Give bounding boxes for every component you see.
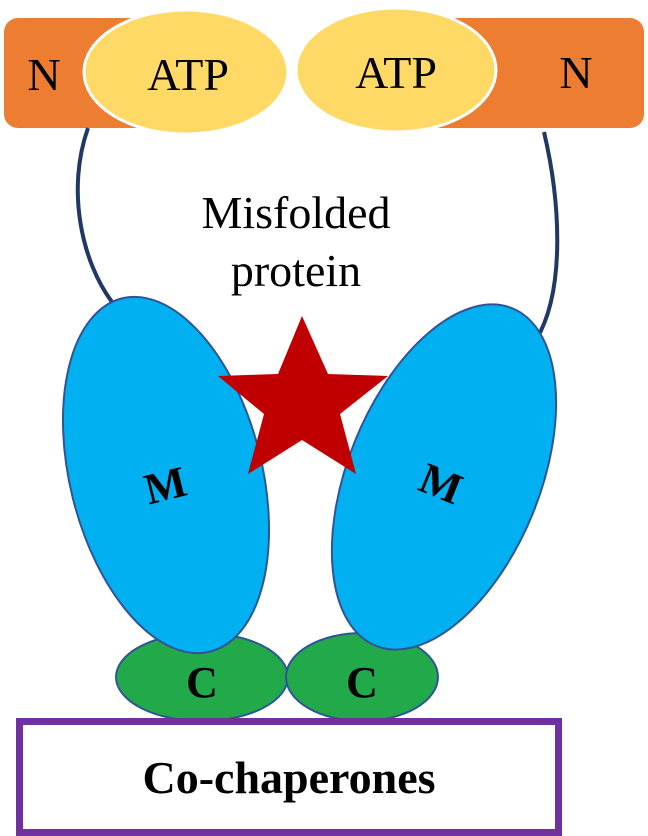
n-domain-left-label: N bbox=[27, 49, 60, 100]
atp-left-label: ATP bbox=[147, 49, 229, 100]
atp-right bbox=[294, 6, 498, 134]
cochaperones-box: Co-chaperones bbox=[16, 718, 562, 836]
linker-right bbox=[534, 131, 560, 342]
c-domain-right-label: C bbox=[346, 658, 378, 707]
misfolded-line1: Misfolded bbox=[201, 187, 390, 238]
atp-left bbox=[82, 8, 290, 136]
c-domain-left-label: C bbox=[186, 658, 218, 707]
misfolded-line2: protein bbox=[231, 245, 361, 296]
n-domain-right-label: N bbox=[559, 47, 592, 98]
atp-right-label: ATP bbox=[355, 47, 437, 98]
misfolded-protein-star bbox=[218, 316, 388, 474]
linker-left bbox=[75, 127, 114, 304]
m-domain-right bbox=[330, 303, 558, 651]
cochaperones-label: Co-chaperones bbox=[142, 751, 436, 803]
